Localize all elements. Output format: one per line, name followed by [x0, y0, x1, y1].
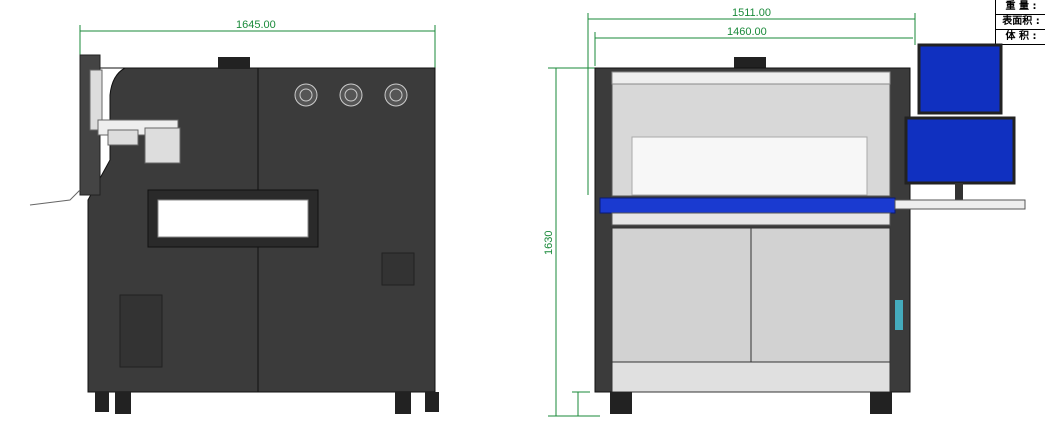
- front-dimension-lines: [548, 13, 916, 417]
- volume-label: 体 积 :: [996, 30, 1045, 45]
- conveyor-rail: [599, 197, 896, 214]
- work-area: [631, 136, 868, 196]
- cabinet-door-right[interactable]: [750, 227, 891, 363]
- robot-arm: [29, 54, 181, 206]
- side-window: [157, 199, 309, 238]
- upper-monitor: [917, 43, 1003, 115]
- weight-label: 重 量 :: [996, 0, 1045, 15]
- side-view: 1645.00: [29, 19, 439, 414]
- height-dimension: 1630: [543, 231, 555, 255]
- lower-panel: [119, 294, 163, 368]
- access-panel: [381, 252, 415, 286]
- fan-icons: [294, 83, 408, 107]
- side-width-dimension: 1645.00: [236, 19, 276, 31]
- top-exhaust: [218, 57, 250, 69]
- top-exhaust-front: [734, 57, 766, 69]
- front-view: 1511.00 1460.00 1630: [543, 7, 1026, 417]
- title-block: 重 量 : 表面积 : 体 积 :: [995, 0, 1045, 45]
- cabinet-door-left[interactable]: [611, 227, 752, 363]
- width-dimension-line: [79, 25, 436, 70]
- lower-monitor: [904, 116, 1016, 185]
- casters-side: [95, 392, 439, 414]
- body-width-dimension: 1460.00: [727, 26, 767, 38]
- monitors: [894, 43, 1026, 210]
- surface-area-label: 表面积 :: [996, 15, 1045, 30]
- casters-front: [610, 392, 892, 414]
- overall-width-dimension: 1511.00: [732, 7, 771, 19]
- status-light: [895, 300, 903, 330]
- keyboard-shelf: [894, 199, 1026, 210]
